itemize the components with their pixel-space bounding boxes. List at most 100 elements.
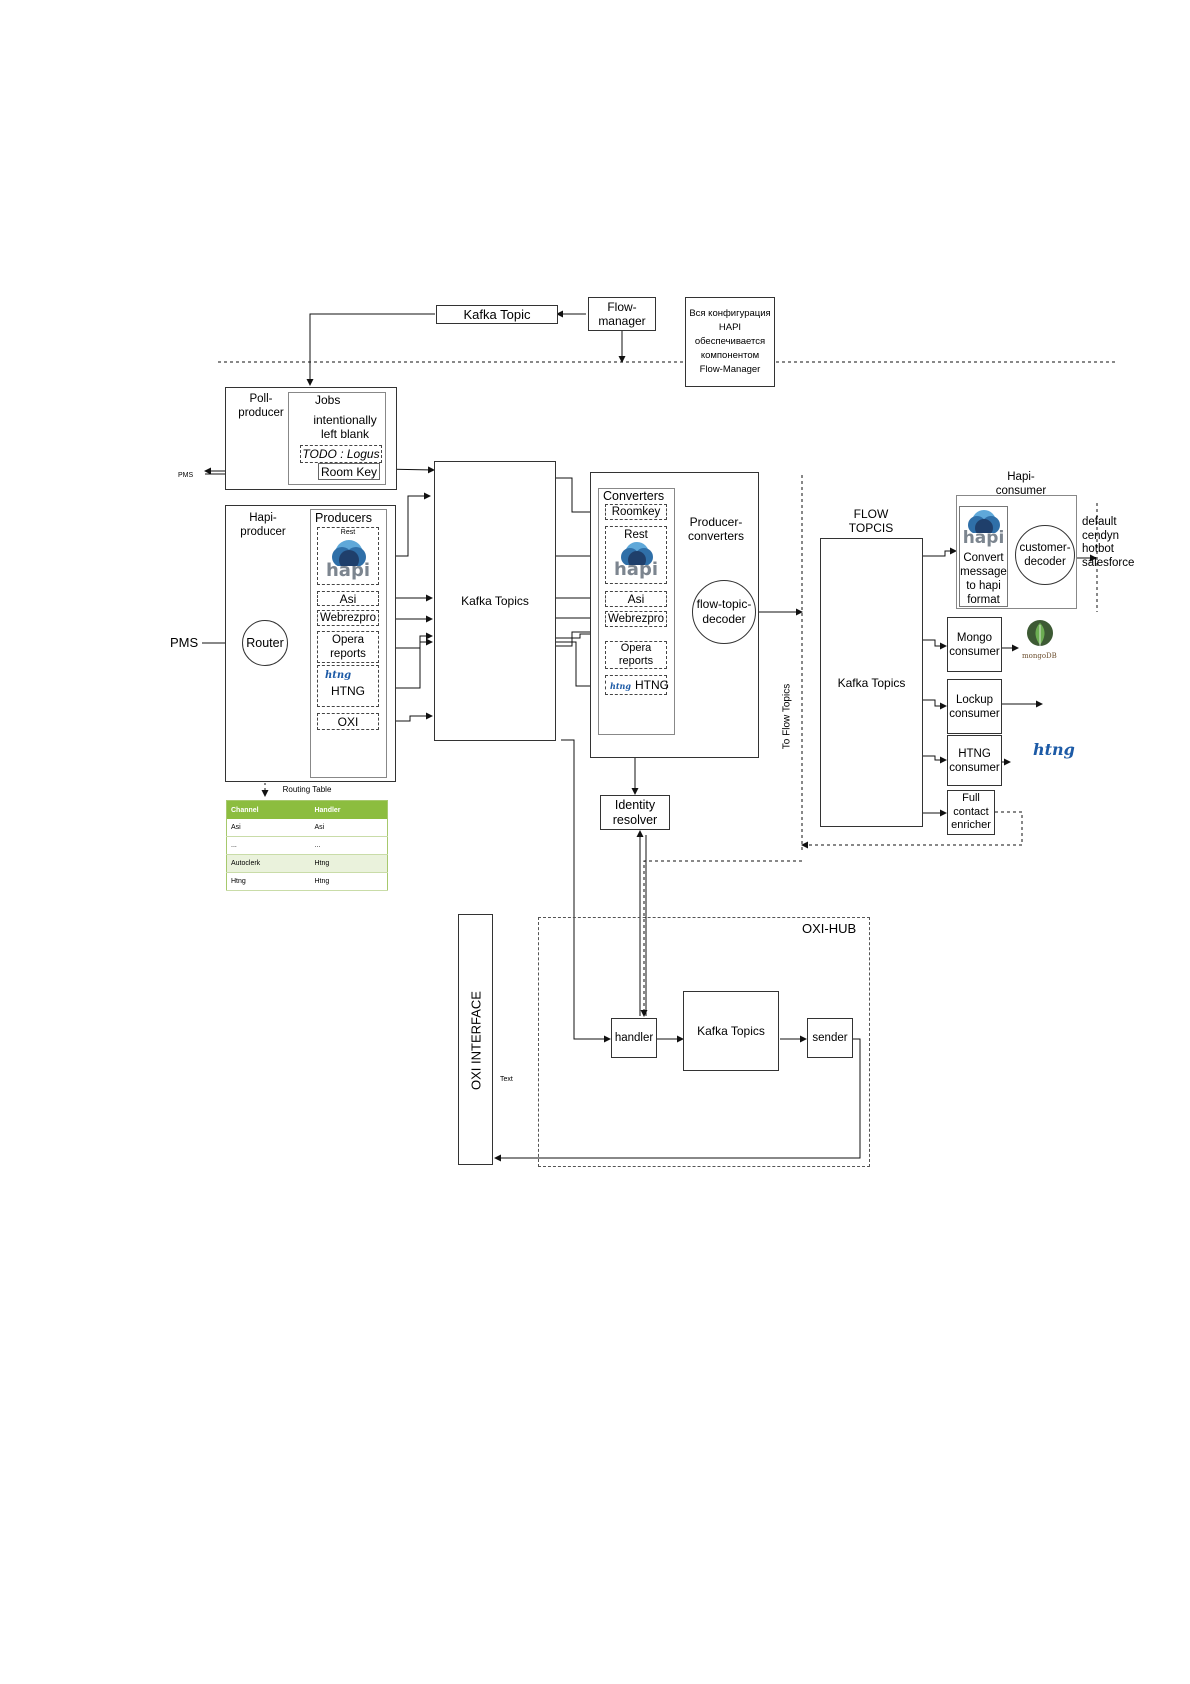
oxi-hub-label: OXI-HUB <box>802 921 857 936</box>
handler-box: handler <box>611 1018 657 1058</box>
jobs-label: Jobs <box>315 393 341 407</box>
flow-manager-box: Flow- manager <box>588 297 656 331</box>
htng-consumer-label: HTNG consumer <box>949 747 1000 774</box>
room-key-box: Room Key <box>318 463 380 480</box>
flow-topic-decoder-node: flow-topic- decoder <box>692 580 756 644</box>
oxi-kafka-topics-label: Kafka Topics <box>697 1024 765 1038</box>
flow-kafka-topics-label: Kafka Topics <box>837 675 906 690</box>
router-label: Router <box>246 636 284 650</box>
opera-reports-converter-box: Opera reports <box>605 641 667 669</box>
pms-label: PMS <box>170 635 199 650</box>
routing-cell: Autoclerk <box>226 854 311 873</box>
kafka-topic-box: Kafka Topic <box>436 305 558 324</box>
identity-resolver-box: Identity resolver <box>600 795 670 830</box>
flow-topic-decoder-label: flow-topic- decoder <box>696 597 752 626</box>
kafka-topics-main-box: Kafka Topics <box>434 461 556 741</box>
oxi-kafka-topics-box: Kafka Topics <box>683 991 779 1071</box>
webrezpro-producer-box: Webrezpro <box>317 610 379 626</box>
customer-decoder-label: customer- decoder <box>1019 542 1071 568</box>
full-contact-enricher-label: Full contact enricher <box>951 792 991 832</box>
htng-logo-icon: htng <box>325 670 352 681</box>
converters-label: Converters <box>603 489 665 503</box>
hapi-producer-title: Hapi- producer <box>240 512 286 538</box>
identity-resolver-label: Identity resolver <box>612 797 658 827</box>
todo-logus-label: TODO : Logus <box>302 447 380 461</box>
asi-producer-label: Asi <box>339 591 357 606</box>
sender-box: sender <box>807 1018 853 1058</box>
to-flow-topics-label: To Flow Topics <box>781 683 793 750</box>
routing-header-handler: Handler <box>310 800 388 819</box>
oxi-interface-box <box>458 914 493 1165</box>
routing-table-caption: Routing Table <box>282 785 332 794</box>
producer-converters-title: Producer- converters <box>687 515 745 543</box>
hapi-logo-icon <box>621 542 653 565</box>
opera-reports-producer-label: Opera reports <box>330 634 366 660</box>
htng-converter-label: HTNG <box>635 678 669 692</box>
hapi-wordmark: hapi <box>962 528 1005 548</box>
room-key-label: Room Key <box>320 464 378 479</box>
handler-label: handler <box>614 1032 654 1044</box>
config-note-box: Вся конфигурация HAPI обеспечивается ком… <box>685 297 775 387</box>
routing-cell: Htng <box>226 872 311 891</box>
flow-kafka-topics-box: Kafka Topics <box>820 538 923 827</box>
asi-producer-box: Asi <box>317 591 379 606</box>
routing-cell: Asi <box>310 819 388 837</box>
poll-producer-title: Poll- producer <box>238 393 284 419</box>
htng-logo-icon: htng <box>1033 740 1075 759</box>
htng-producer-label: HTNG <box>331 684 365 698</box>
routing-cell: ... <box>226 836 311 855</box>
rest-converter-label: Rest <box>624 529 648 541</box>
routing-header-channel: Channel <box>226 800 311 819</box>
hapi-wordmark: hapi <box>325 560 370 581</box>
opera-reports-producer-box: Opera reports <box>317 631 379 663</box>
intentionally-blank-label: intentionally left blank <box>313 413 377 441</box>
oxi-interface-label: OXI INTERFACE <box>468 991 484 1090</box>
routing-cell: Htng <box>310 872 388 891</box>
roomkey-converter-label: Roomkey <box>611 506 661 518</box>
roomkey-converter-box: Roomkey <box>605 504 667 520</box>
routing-cell: ... <box>310 836 388 855</box>
htng-consumer-box: HTNG consumer <box>947 735 1002 786</box>
mongo-consumer-box: Mongo consumer <box>947 617 1002 672</box>
pms-small-label: PMS <box>178 472 194 479</box>
rest-hapi-box: Rest hapi <box>317 527 379 585</box>
customer-decoder-node: customer- decoder <box>1015 525 1075 585</box>
rest-converter-box: Rest hapi <box>605 526 667 584</box>
lockup-consumer-box: Lockup consumer <box>947 679 1002 734</box>
config-note-label: Вся конфигурация HAPI обеспечивается ком… <box>689 308 771 375</box>
oxi-producer-label: OXI <box>337 714 359 729</box>
producers-label: Producers <box>315 511 372 525</box>
full-contact-enricher-box: Full contact enricher <box>947 790 995 835</box>
htng-producer-box: htng HTNG <box>317 665 379 707</box>
flow-manager-label: Flow- manager <box>598 300 646 328</box>
webrezpro-converter-box: Webrezpro <box>605 611 667 627</box>
mongodb-logo-text: mongoDB <box>1022 652 1057 660</box>
consumer-targets-label: default cendyn hotbot salesforce <box>1082 516 1135 569</box>
asi-converter-label: Asi <box>627 592 645 606</box>
htng-logo-icon: htng <box>610 681 631 691</box>
convert-message-label: Convert message to hapi format <box>960 552 1007 606</box>
hapi-convert-box: hapi Convert message to hapi format <box>959 506 1008 607</box>
hapi-logo-icon <box>968 510 1000 533</box>
webrezpro-converter-label: Webrezpro <box>607 613 665 625</box>
routing-cell: Htng <box>310 854 388 873</box>
mongodb-leaf-icon <box>1027 620 1053 647</box>
opera-reports-converter-label: Opera reports <box>618 642 654 667</box>
hapi-wordmark: hapi <box>613 559 658 580</box>
kafka-topic-label: Kafka Topic <box>463 307 531 322</box>
htng-converter-box: htng HTNG <box>605 675 669 695</box>
webrezpro-producer-label: Webrezpro <box>319 612 377 624</box>
oxi-text-label: Text <box>500 1076 513 1083</box>
todo-logus-box: TODO : Logus <box>300 445 382 463</box>
sender-label: sender <box>812 1032 848 1044</box>
kafka-topics-main-label: Kafka Topics <box>461 594 529 608</box>
routing-cell: Asi <box>226 819 311 837</box>
mongo-consumer-label: Mongo consumer <box>949 631 1000 658</box>
oxi-hub-box <box>538 917 870 1167</box>
flow-topics-title: FLOW TOPCIS <box>848 507 894 535</box>
